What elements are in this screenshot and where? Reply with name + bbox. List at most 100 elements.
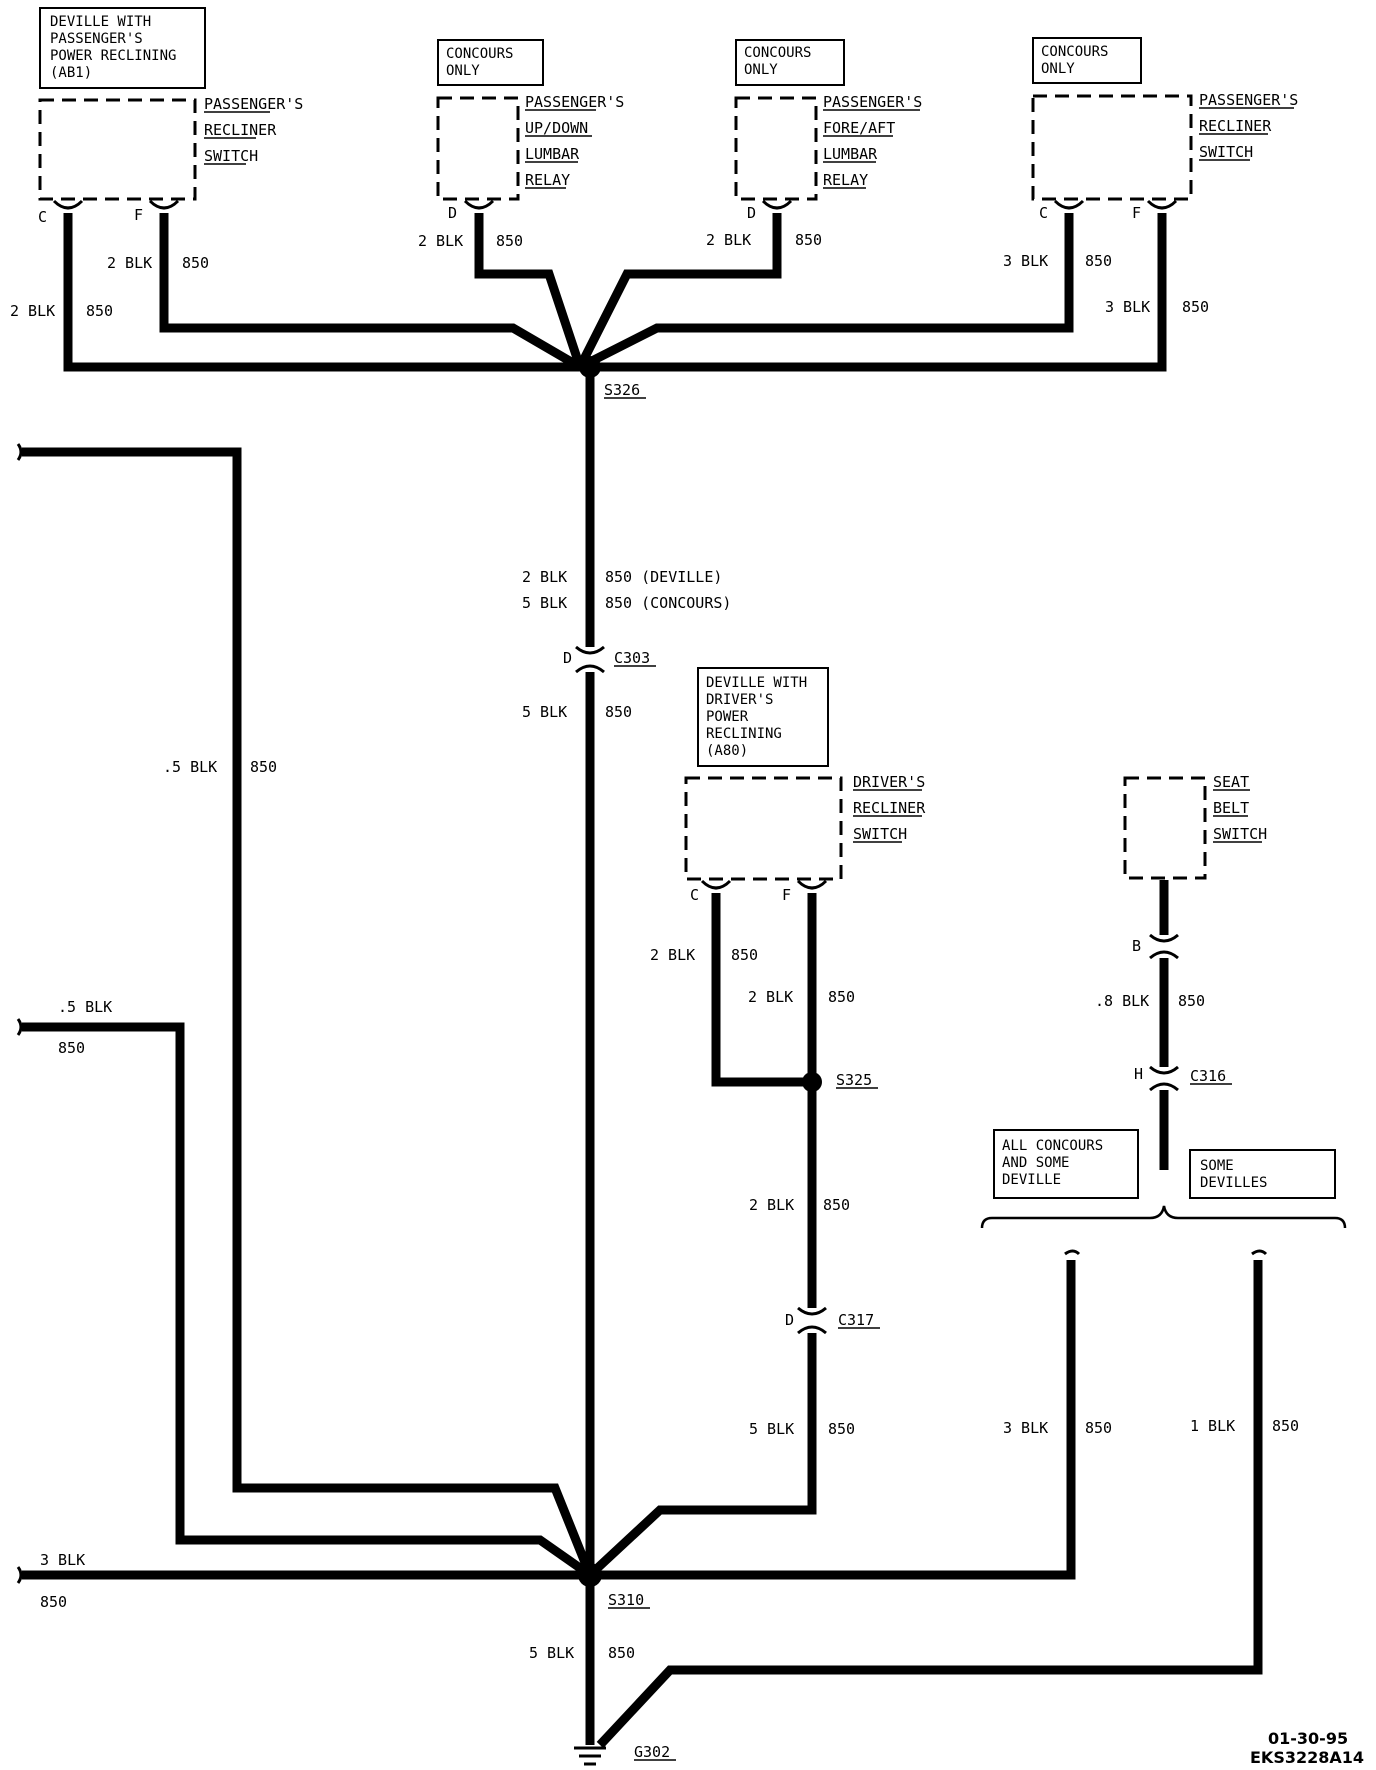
some1-size: 3 BLK bbox=[1003, 1419, 1048, 1437]
option-deville-pass-line3: POWER RECLINING bbox=[50, 48, 176, 64]
some2-size: 1 BLK bbox=[1190, 1417, 1235, 1435]
pass-recliner-1-line3: SWITCH bbox=[204, 147, 258, 165]
connector-c317-label: C317 bbox=[838, 1311, 874, 1329]
option-deville-driver-line4: RECLINING bbox=[706, 726, 782, 742]
wire-left-2 bbox=[22, 1022, 593, 1579]
driver-recliner-line3: SWITCH bbox=[853, 825, 907, 843]
option-boxes bbox=[39, 7, 1336, 1199]
splice-s325-label: S325 bbox=[836, 1071, 872, 1089]
pin-d-c303: D bbox=[563, 649, 572, 667]
option-concours-2-line1: CONCOURS bbox=[744, 45, 811, 61]
pin-c-1: C bbox=[38, 208, 47, 226]
seat-belt-line2: BELT bbox=[1213, 799, 1249, 817]
drv-f-size: 2 BLK bbox=[748, 988, 793, 1006]
wire-pass-recliner-c bbox=[63, 213, 580, 372]
component-labels: PASSENGER'S RECLINER SWITCH PASSENGER'S … bbox=[204, 91, 1298, 843]
footer: 01-30-95 EKS3228A14 bbox=[1250, 1729, 1364, 1767]
updown-lumbar-line2: UP/DOWN bbox=[525, 119, 588, 137]
left2-size: .5 BLK bbox=[58, 998, 112, 1016]
wire3-ckt: 850 bbox=[496, 232, 523, 250]
ground-icon bbox=[574, 1746, 606, 1766]
wire2-size: 2 BLK bbox=[107, 254, 152, 272]
option-all-concours-line3: DEVILLE bbox=[1002, 1172, 1061, 1188]
wire6-ckt: 850 bbox=[1182, 298, 1209, 316]
main-b-ckt: 850 (CONCOURS) bbox=[605, 594, 731, 612]
wire-foreaft-d bbox=[575, 213, 782, 370]
option-box-all-concours bbox=[993, 1129, 1139, 1199]
drv-c317-ckt: 850 bbox=[828, 1420, 855, 1438]
main-a-ckt: 850 (DEVILLE) bbox=[605, 568, 722, 586]
harness-break-marks bbox=[16, 443, 1268, 1584]
pass-recliner-2-line1: PASSENGER'S bbox=[1199, 91, 1298, 109]
drv-c317-size: 5 BLK bbox=[749, 1420, 794, 1438]
some1-ckt: 850 bbox=[1085, 1419, 1112, 1437]
id-labels: S326 S325 S310 C303 C317 C316 G302 bbox=[604, 381, 1226, 1761]
wire3-size: 2 BLK bbox=[418, 232, 463, 250]
foreaft-lumbar-line3: LUMBAR bbox=[823, 145, 878, 163]
footer-code: EKS3228A14 bbox=[1250, 1748, 1364, 1767]
wire-updown-d bbox=[474, 213, 585, 369]
option-box-concours-2 bbox=[735, 39, 845, 86]
pin-f-2: F bbox=[1132, 204, 1141, 222]
driver-recliner-line1: DRIVER'S bbox=[853, 773, 925, 791]
pin-d-1: D bbox=[448, 204, 457, 222]
pass-recliner-2-line2: RECLINER bbox=[1199, 117, 1272, 135]
some2-ckt: 850 bbox=[1272, 1417, 1299, 1435]
splice-s326 bbox=[579, 356, 601, 378]
seat-belt-line1: SEAT bbox=[1213, 773, 1249, 791]
option-deville-pass-line2: PASSENGER'S bbox=[50, 31, 143, 47]
wire-left-1 bbox=[22, 447, 595, 1577]
pin-f-3: F bbox=[782, 886, 791, 904]
option-deville-driver-line3: POWER bbox=[706, 709, 749, 725]
drv-f-ckt: 850 bbox=[828, 988, 855, 1006]
splice-s310-label: S310 bbox=[608, 1591, 644, 1609]
option-brace bbox=[980, 1205, 1347, 1229]
option-box-deville-driver bbox=[697, 667, 829, 767]
footer-date: 01-30-95 bbox=[1268, 1729, 1348, 1748]
wire5-ckt: 850 bbox=[1085, 252, 1112, 270]
updown-lumbar-line3: LUMBAR bbox=[525, 145, 580, 163]
option-deville-pass-line1: DEVILLE WITH bbox=[50, 14, 151, 30]
wire1-ckt: 850 bbox=[86, 302, 113, 320]
wire-pass-recliner2-f bbox=[580, 213, 1167, 372]
option-concours-1-line2: ONLY bbox=[446, 63, 480, 79]
pin-c-3: C bbox=[690, 886, 699, 904]
drv-c-ckt: 850 bbox=[731, 946, 758, 964]
pin-d-c317: D bbox=[785, 1311, 794, 1329]
foreaft-lumbar-line4: RELAY bbox=[823, 171, 868, 189]
wire4-ckt: 850 bbox=[795, 231, 822, 249]
pin-h: H bbox=[1134, 1065, 1143, 1083]
connector-symbols bbox=[52, 199, 1179, 1335]
pass-recliner-1-line2: RECLINER bbox=[204, 121, 277, 139]
option-some-devilles-line2: DEVILLES bbox=[1200, 1175, 1267, 1191]
updown-lumbar-line4: RELAY bbox=[525, 171, 570, 189]
seat-belt-line3: SWITCH bbox=[1213, 825, 1267, 843]
pin-c-2: C bbox=[1039, 204, 1048, 222]
main-b-size: 5 BLK bbox=[522, 594, 567, 612]
wire1-size: 2 BLK bbox=[10, 302, 55, 320]
component-driver-recliner bbox=[684, 776, 843, 881]
component-updown-lumbar bbox=[436, 96, 520, 201]
wire-labels: 2 BLK 850 2 BLK 850 2 BLK 850 2 BLK 850 … bbox=[10, 231, 1299, 1662]
pass-recliner-1-line1: PASSENGER'S bbox=[204, 95, 303, 113]
wire6-size: 3 BLK bbox=[1105, 298, 1150, 316]
pin-d-2: D bbox=[747, 204, 756, 222]
component-label-underlines bbox=[204, 107, 1294, 1761]
drv-s325-size: 2 BLK bbox=[749, 1196, 794, 1214]
option-concours-2-line2: ONLY bbox=[744, 62, 778, 78]
drv-s325-ckt: 850 bbox=[823, 1196, 850, 1214]
option-box-concours-1 bbox=[437, 39, 544, 86]
wire-pass-recliner-f bbox=[159, 213, 583, 371]
component-foreaft-lumbar bbox=[734, 96, 818, 201]
main-c-ckt: 850 bbox=[605, 703, 632, 721]
option-box-deville-pass bbox=[39, 7, 206, 89]
component-boxes bbox=[38, 94, 1207, 881]
component-seat-belt bbox=[1123, 776, 1207, 880]
belt-size: .8 BLK bbox=[1095, 992, 1149, 1010]
pass-recliner-2-line3: SWITCH bbox=[1199, 143, 1253, 161]
ground-wire-size: 5 BLK bbox=[529, 1644, 574, 1662]
updown-lumbar-line1: PASSENGER'S bbox=[525, 93, 624, 111]
pin-labels: C F D D C F D C F B H D bbox=[38, 204, 1143, 1329]
wire-some-2 bbox=[596, 1260, 1263, 1749]
